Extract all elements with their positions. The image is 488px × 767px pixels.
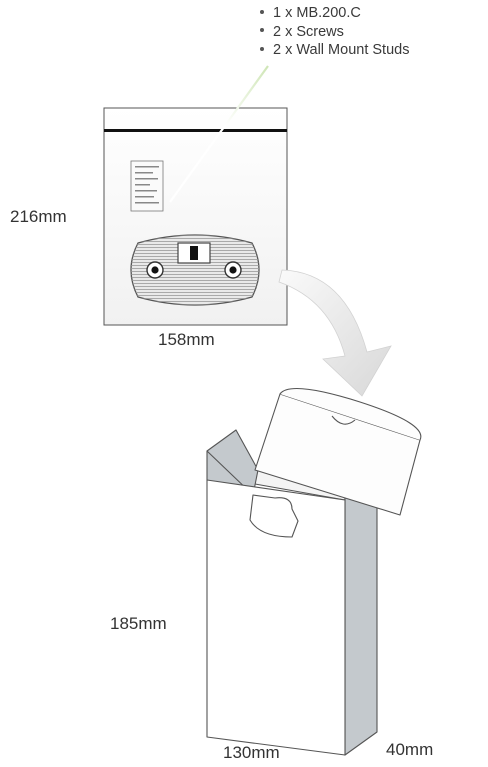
device-illustration: [130, 234, 260, 306]
screw-hole-right-icon: [224, 261, 242, 279]
box-height-label: 185mm: [110, 614, 167, 633]
instruction-leaflet-icon: [130, 160, 164, 212]
bag-width-label: 158mm: [158, 330, 215, 349]
box-width-label: 130mm: [223, 743, 280, 762]
contents-item: 2 x Screws: [256, 23, 409, 42]
box-depth-label: 40mm: [386, 740, 434, 759]
curved-arrow-icon: [278, 269, 392, 397]
bag-height-label: 216mm: [10, 207, 67, 226]
bullet-icon: [260, 28, 264, 33]
package-contents-list: 1 x MB.200.C 2 x Screws 2 x Wall Mount S…: [256, 4, 409, 60]
screw-hole-left-icon: [146, 261, 164, 279]
contents-item: 1 x MB.200.C: [256, 4, 409, 23]
bullet-icon: [260, 9, 264, 14]
contents-item: 2 x Wall Mount Studs: [256, 41, 409, 60]
box: [206, 388, 422, 756]
bag-seal-strip: [104, 129, 287, 132]
leader-line: [169, 65, 269, 203]
bullet-icon: [260, 46, 264, 51]
